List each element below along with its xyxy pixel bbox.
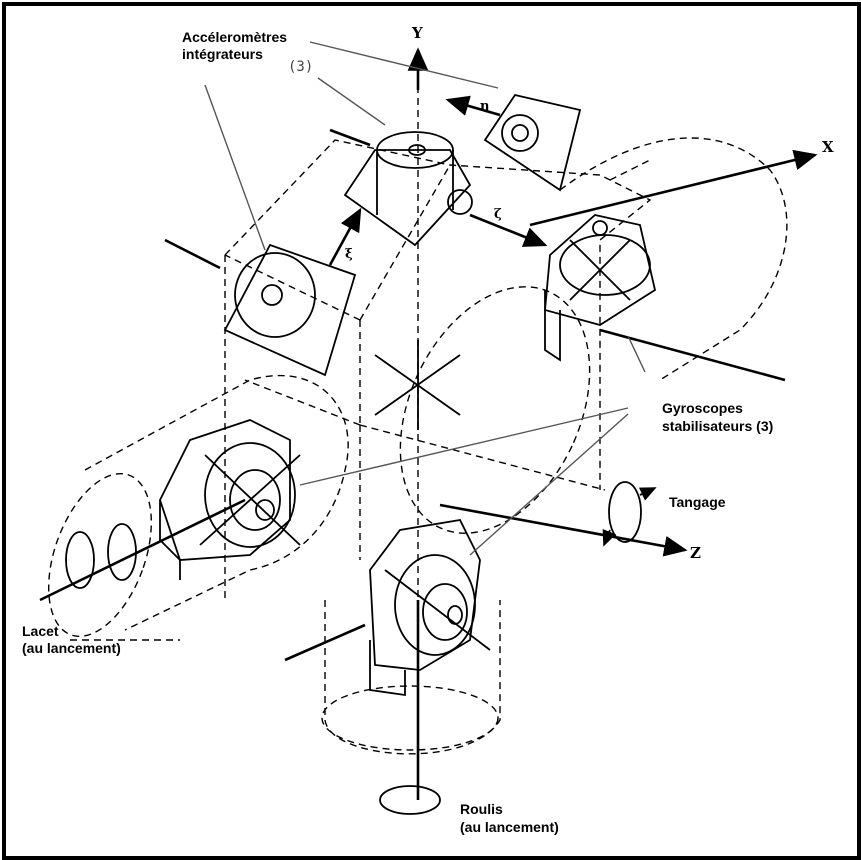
- accelerometers-label-line2: intégrateurs: [182, 46, 263, 62]
- roll-label-line2: (au lancement): [460, 819, 559, 835]
- accelerometer-xi: ξ: [223, 207, 362, 377]
- x-axis-label: X: [822, 138, 834, 156]
- yaw-label-line2: (au lancement): [22, 640, 121, 656]
- accelerometers-count-label: (3): [288, 59, 313, 75]
- gyroscopes-label-line1: Gyroscopes: [662, 400, 743, 416]
- gyroscope-x: [544, 214, 657, 362]
- accelerometers-label-line1: Accéleromètres: [182, 29, 287, 45]
- accelerometer-eta: η: [445, 93, 582, 192]
- yaw-cylinder: [39, 374, 349, 641]
- accelerometer-y: [343, 131, 473, 247]
- y-axis: Y: [407, 24, 429, 640]
- gyroscopes-label-line2: stabilisateurs (3): [662, 418, 773, 434]
- z-axis-label: Z: [690, 544, 701, 562]
- gyroscope-roll: [369, 519, 491, 697]
- roll-cylinder: [321, 600, 501, 815]
- yaw-label-line1: Lacet: [22, 623, 59, 639]
- zeta-arrow: ζ: [469, 207, 548, 247]
- zeta-label: ζ: [494, 207, 502, 222]
- eta-label: η: [480, 99, 489, 114]
- z-axis: Z: [439, 328, 786, 562]
- pitch-rotation-symbol: [602, 481, 657, 547]
- gyroscope-yaw: [159, 419, 301, 580]
- y-axis-label: Y: [411, 24, 423, 42]
- roll-label-line1: Roulis: [460, 801, 503, 817]
- pitch-label: Tangage: [669, 494, 726, 510]
- xi-label: ξ: [345, 247, 353, 262]
- x-axis: X: [529, 138, 834, 227]
- leader-lines: [204, 41, 646, 556]
